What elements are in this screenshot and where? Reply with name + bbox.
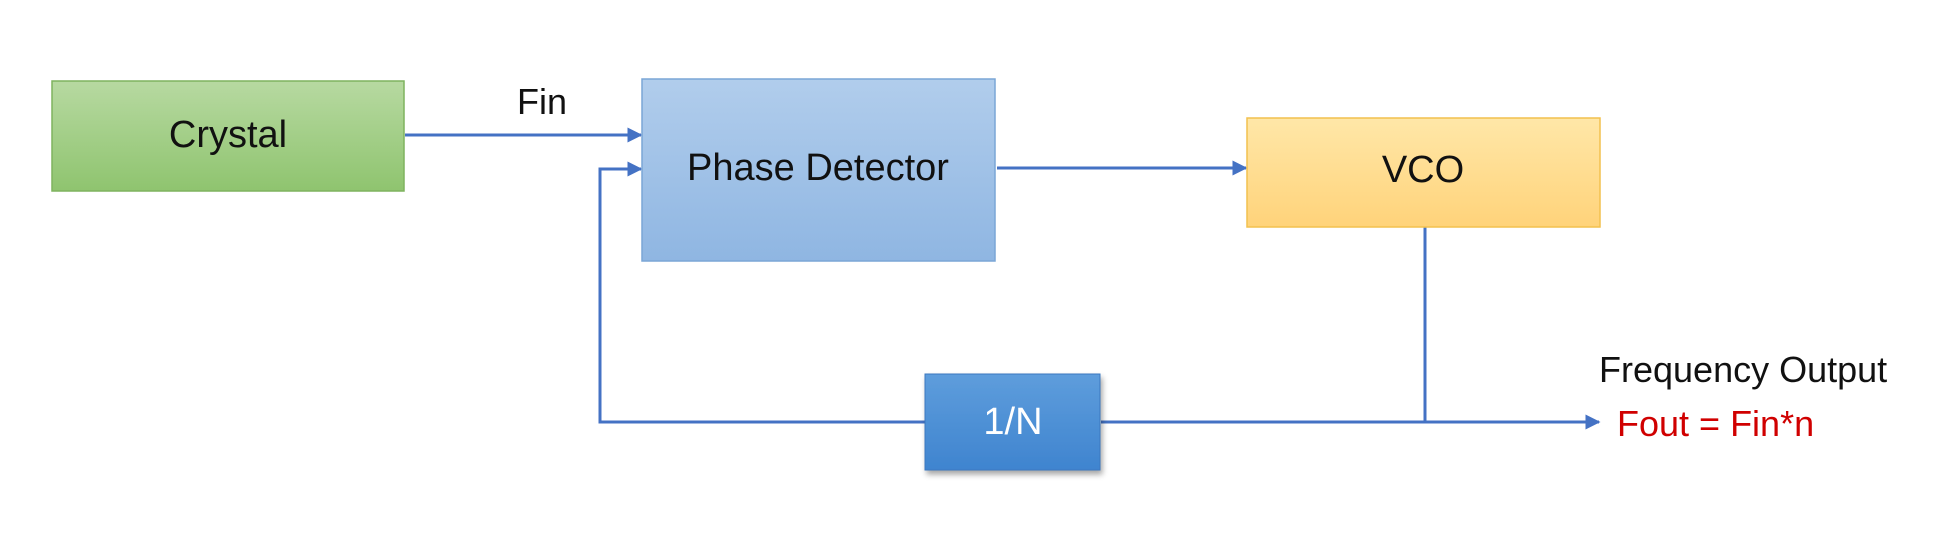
feedback-wire <box>598 161 925 424</box>
vco-block: VCO <box>1246 117 1601 228</box>
divider-label: 1/N <box>983 401 1042 443</box>
input-signal-label: Fin <box>517 81 567 122</box>
connections <box>405 127 1601 430</box>
output-formula-label: Fout = Fin*n <box>1617 403 1814 444</box>
crystal-block: Crystal <box>51 80 405 192</box>
phase-detector-label: Phase Detector <box>687 147 949 189</box>
phase-detector-block: Phase Detector <box>641 78 996 262</box>
crystal-label: Crystal <box>169 114 287 156</box>
divider-block: 1/N <box>924 373 1101 471</box>
vco-label: VCO <box>1382 149 1464 191</box>
frequency-output-label: Frequency Output <box>1599 349 1887 390</box>
